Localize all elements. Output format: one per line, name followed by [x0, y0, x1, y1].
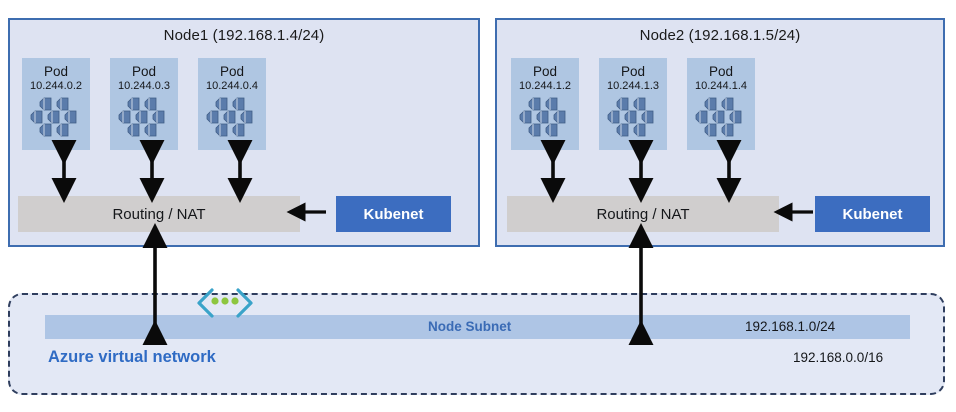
pod-cluster-icon: [118, 97, 165, 137]
azure-virtual-network-container[interactable]: [8, 293, 945, 395]
pod-cluster-icon: [519, 97, 566, 137]
node-title: Node1 (192.168.1.4/24): [163, 27, 325, 44]
azure-virtual-network-label: Azure virtual network: [48, 348, 216, 366]
pod-box[interactable]: Pod 10.244.1.2: [511, 58, 579, 150]
pod-box[interactable]: Pod 10.244.0.4: [198, 58, 266, 150]
pod-ip: 10.244.0.4: [206, 80, 258, 92]
pod-label: Pod: [708, 64, 734, 79]
pod-cluster-icon: [206, 97, 253, 137]
node-container-node1[interactable]: Node1 (192.168.1.4/24) Pod 10.244.0.2 Po…: [8, 18, 480, 247]
pod-ip: 10.244.0.2: [30, 80, 82, 92]
kubenet-label: Kubenet: [842, 205, 903, 223]
pod-ip: 10.244.1.2: [519, 80, 571, 92]
chevron-dots-icon: [197, 288, 253, 318]
pod-label: Pod: [620, 64, 646, 79]
pod-cluster-icon: [607, 97, 654, 137]
node-subnet-cidr: 192.168.1.0/24: [745, 319, 836, 334]
azure-virtual-network-cidr: 192.168.0.0/16: [793, 350, 884, 365]
kubenet-box[interactable]: Kubenet: [815, 196, 930, 232]
pod-box[interactable]: Pod 10.244.1.4: [687, 58, 755, 150]
routing-nat-label: Routing / NAT: [596, 205, 690, 223]
pod-box[interactable]: Pod 10.244.0.3: [110, 58, 178, 150]
pod-box[interactable]: Pod 10.244.0.2: [22, 58, 90, 150]
pod-label: Pod: [43, 64, 69, 79]
node-subnet-label: Node Subnet: [428, 319, 512, 334]
pod-ip: 10.244.0.3: [118, 80, 170, 92]
node-title: Node2 (192.168.1.5/24): [639, 27, 801, 44]
pod-cluster-icon: [695, 97, 742, 137]
pod-label: Pod: [219, 64, 245, 79]
kubenet-label: Kubenet: [363, 205, 424, 223]
routing-nat-label: Routing / NAT: [112, 205, 206, 223]
routing-nat-bar[interactable]: Routing / NAT: [18, 196, 300, 232]
pod-label: Pod: [131, 64, 157, 79]
pod-ip: 10.244.1.3: [607, 80, 659, 92]
pod-cluster-icon: [30, 97, 77, 137]
node-subnet-bar[interactable]: [45, 315, 910, 339]
pod-ip: 10.244.1.4: [695, 80, 747, 92]
node-container-node2[interactable]: Node2 (192.168.1.5/24) Pod 10.244.1.2 Po…: [495, 18, 945, 247]
pod-label: Pod: [532, 64, 558, 79]
kubenet-box[interactable]: Kubenet: [336, 196, 451, 232]
routing-nat-bar[interactable]: Routing / NAT: [507, 196, 779, 232]
pod-box[interactable]: Pod 10.244.1.3: [599, 58, 667, 150]
